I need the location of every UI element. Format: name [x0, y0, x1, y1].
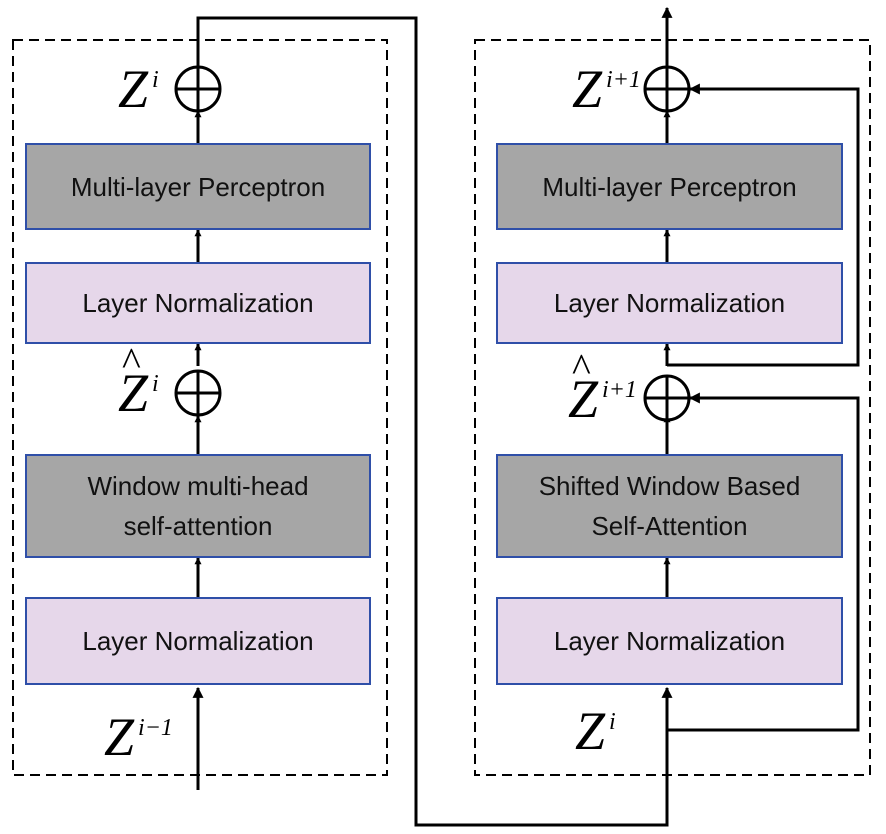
left-block-outline — [12, 39, 388, 776]
right-mlp-box: Multi-layer Perceptron — [496, 143, 843, 230]
right-residual-bottom — [667, 392, 860, 732]
right-input-symbol-base: Z — [575, 701, 606, 761]
left-input-symbol-base: Z — [104, 707, 135, 767]
left-mlp-box: Multi-layer Perceptron — [25, 143, 371, 230]
left-to-right-connector — [196, 16, 669, 827]
left-window-attention-box: Window multi-head self-attention — [25, 454, 371, 558]
right-intermediate-symbol-sup: i+1 — [602, 376, 637, 403]
right-add-circle-mid — [643, 374, 691, 422]
left-layer-norm-bottom-box: Layer Normalization — [25, 597, 371, 685]
right-layer-norm-top-box: Layer Normalization — [496, 262, 843, 344]
left-add-circle-mid — [174, 369, 222, 417]
left-intermediate-hat: ^ — [122, 339, 141, 384]
left-layer-norm-top-box: Layer Normalization — [25, 262, 371, 344]
left-intermediate-symbol-base: Z — [118, 363, 149, 423]
left-add-circle-top — [174, 65, 222, 113]
right-shifted-window-attention-box: Shifted Window Based Self-Attention — [496, 454, 843, 558]
right-output-symbol-sup: i+1 — [606, 66, 641, 93]
left-intermediate-symbol-sup: i — [152, 370, 159, 397]
right-residual-top — [667, 83, 860, 367]
right-block-outline — [474, 39, 871, 776]
right-intermediate-symbol-base: Z — [568, 369, 599, 429]
right-input-symbol-sup: i — [609, 708, 616, 735]
left-block-connectors — [192, 16, 669, 827]
right-intermediate-hat: ^ — [572, 345, 591, 390]
right-block-connectors — [661, 6, 860, 732]
right-add-circle-top — [643, 65, 691, 113]
left-input-symbol-sup: i−1 — [138, 714, 173, 741]
left-output-symbol-base: Z — [118, 59, 149, 119]
left-output-symbol-sup: i — [152, 66, 159, 93]
right-layer-norm-bottom-box: Layer Normalization — [496, 597, 843, 685]
right-output-symbol-base: Z — [572, 59, 603, 119]
